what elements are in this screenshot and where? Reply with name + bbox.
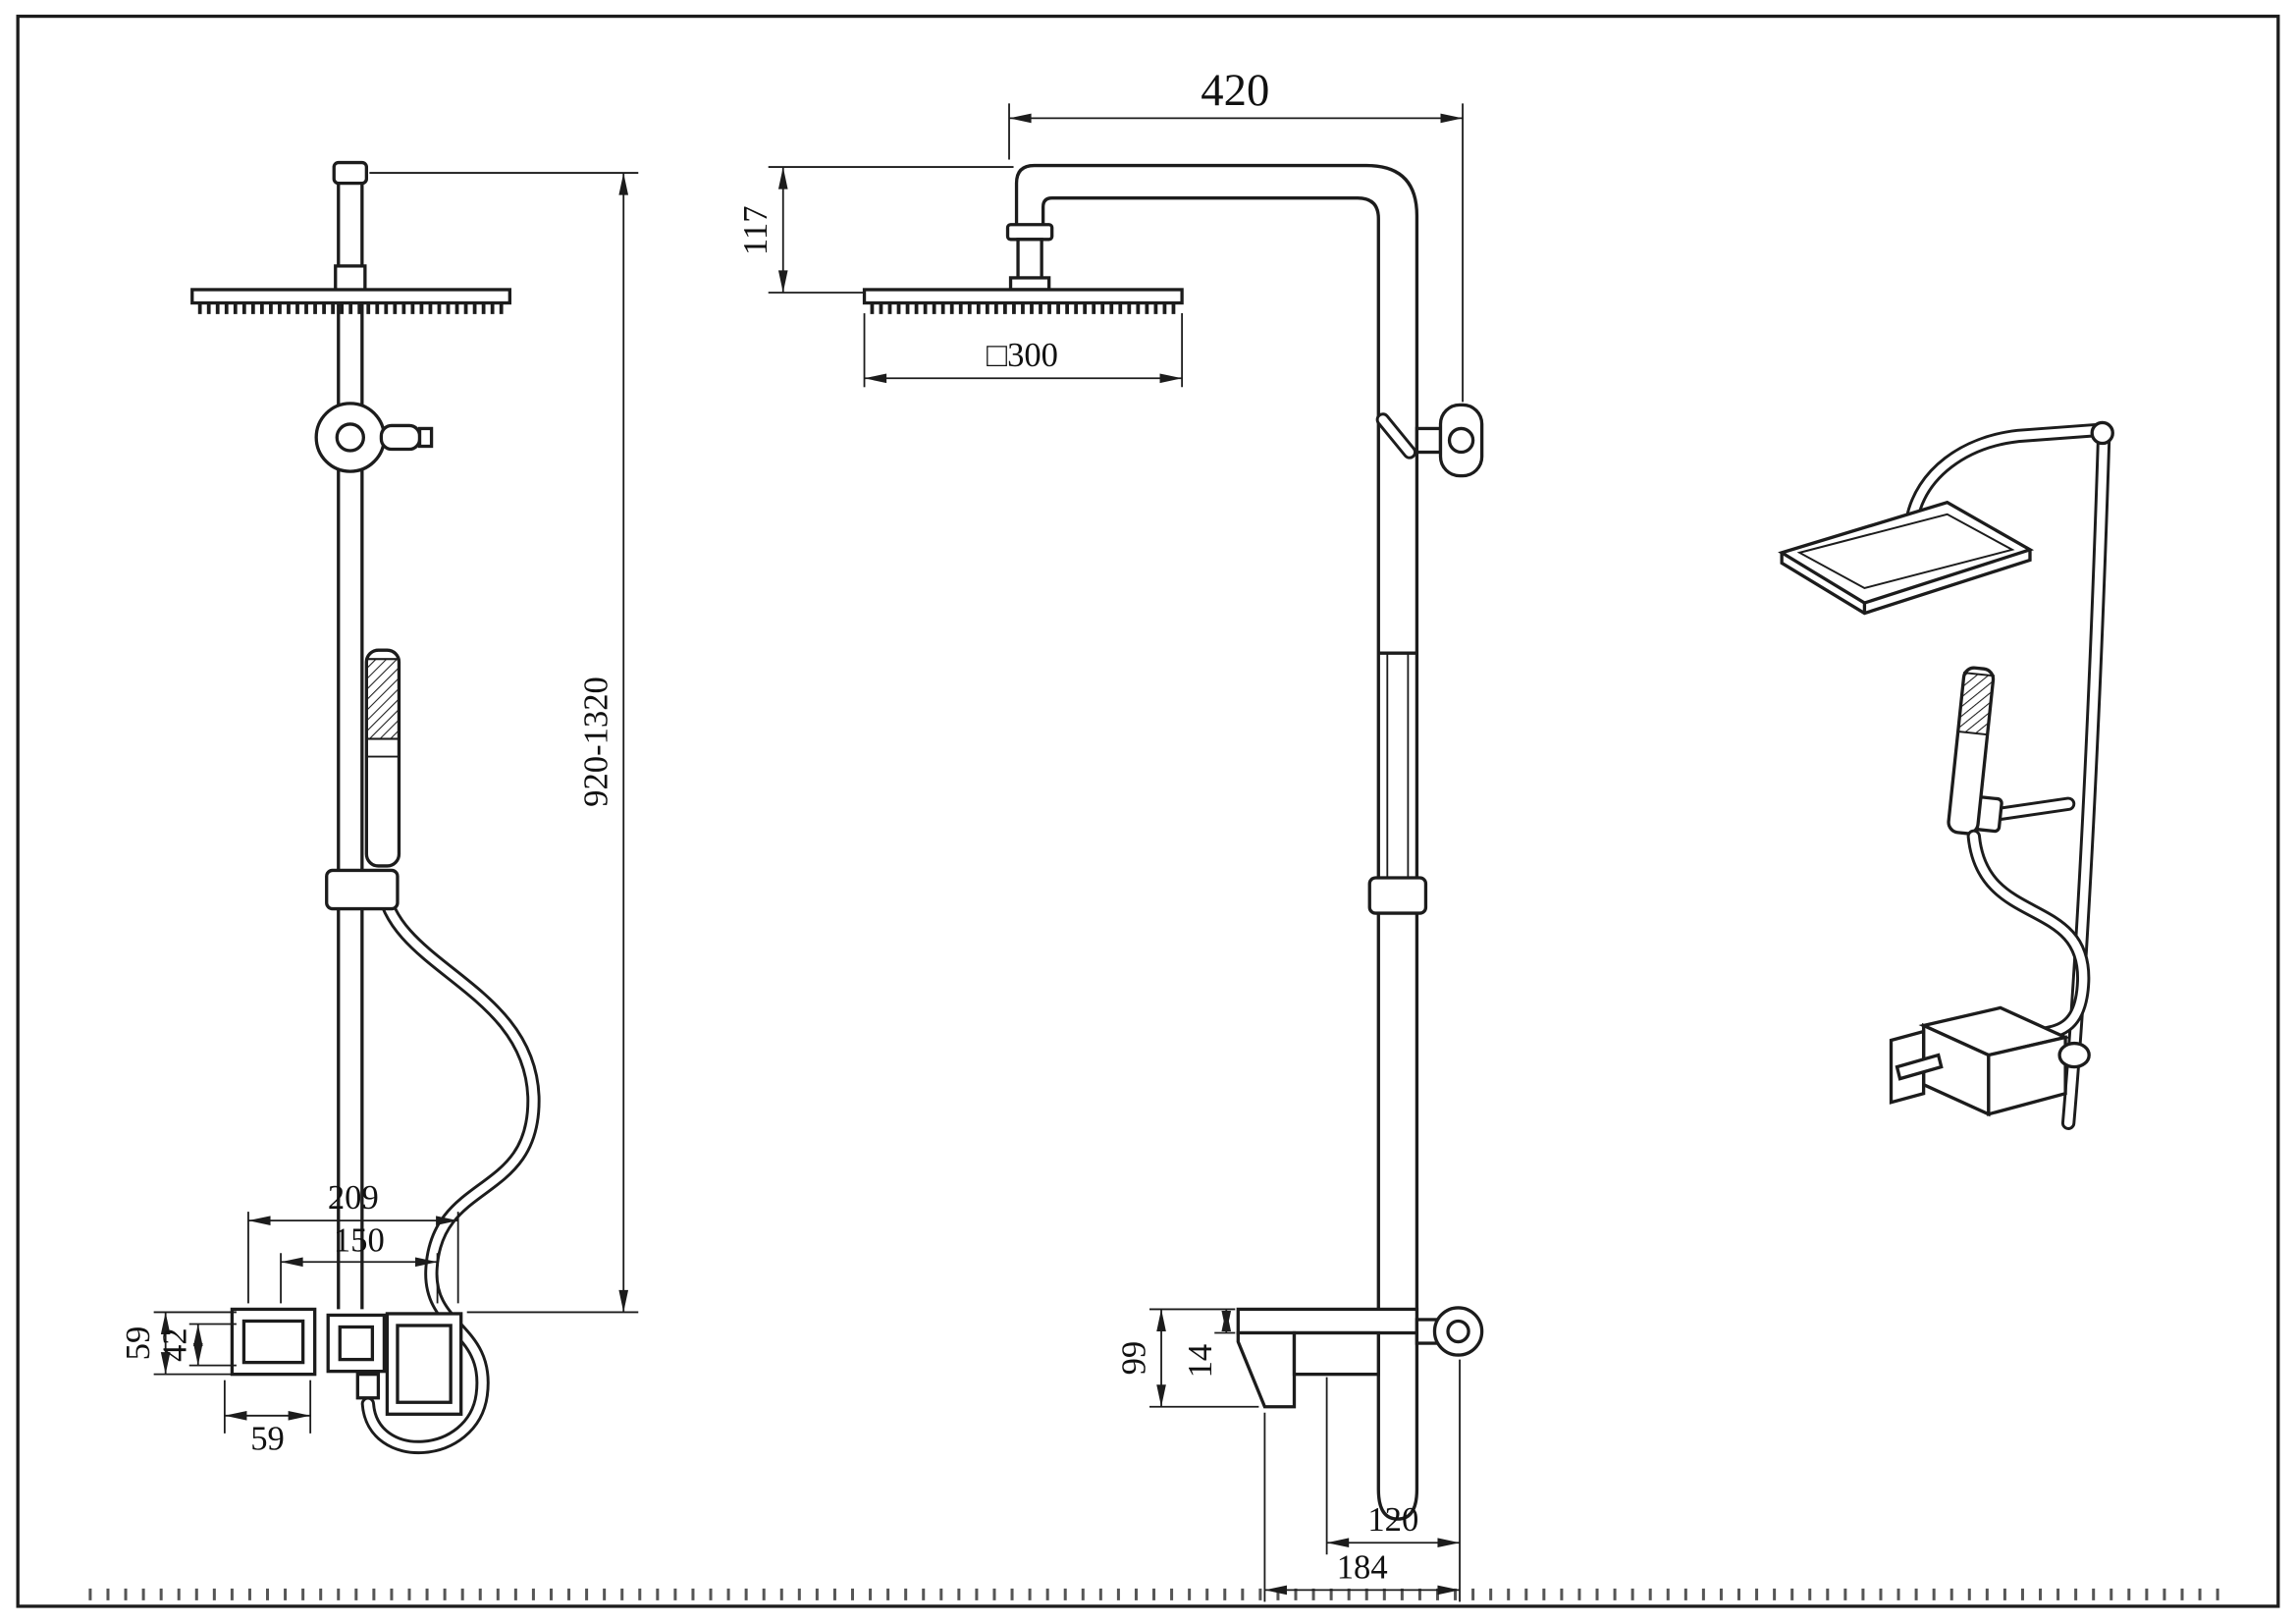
front-view: 920-1320 209 150 59 42 59 xyxy=(120,160,639,1457)
dim-front-body-inner-height: 42 xyxy=(157,1327,194,1362)
dim-side-spout-height: 99 xyxy=(1115,1341,1152,1376)
isometric-view xyxy=(1778,420,2114,1130)
mixer-body xyxy=(230,1307,463,1416)
side-head-connector xyxy=(1005,223,1054,292)
iso-hand-shower xyxy=(1947,666,1996,836)
drawing-border xyxy=(16,14,2280,1608)
front-dimensions: 920-1320 209 150 59 42 59 xyxy=(120,172,639,1457)
dim-side-depth-knob: 120 xyxy=(1367,1501,1418,1539)
dim-front-handle-width: 59 xyxy=(250,1420,285,1457)
rain-shower-head xyxy=(190,288,511,314)
side-wall-bracket xyxy=(1375,403,1484,478)
riser-pipe xyxy=(332,160,369,1310)
iso-rain-shower-head xyxy=(1778,500,2035,616)
dim-side-head-drop: 117 xyxy=(737,205,774,255)
wall-bracket xyxy=(314,402,434,473)
dim-front-body-height: 59 xyxy=(120,1326,157,1361)
dim-side-depth-total: 184 xyxy=(1337,1548,1388,1586)
dim-side-head-size: □300 xyxy=(987,337,1058,374)
slider-holder xyxy=(325,868,400,911)
side-view: 420 117 □300 99 14 120 184 xyxy=(737,65,1484,1602)
side-rain-shower-head xyxy=(862,288,1184,314)
side-slider-holder xyxy=(1367,876,1428,915)
iso-mixer xyxy=(1889,1005,2091,1117)
side-pipe-outline xyxy=(1014,163,1419,1521)
side-mixer xyxy=(1236,1306,1484,1409)
dim-side-arm-length: 420 xyxy=(1201,65,1269,116)
side-dimensions: 420 117 □300 99 14 120 184 xyxy=(737,65,1464,1602)
hand-shower-wand xyxy=(364,648,401,868)
dim-front-height-range: 920-1320 xyxy=(578,677,615,807)
dim-front-width-total: 209 xyxy=(328,1179,379,1217)
dim-front-width-inner: 150 xyxy=(334,1222,385,1260)
dim-side-spout-thickness: 14 xyxy=(1182,1344,1219,1379)
hand-shower-hose xyxy=(360,879,541,1454)
